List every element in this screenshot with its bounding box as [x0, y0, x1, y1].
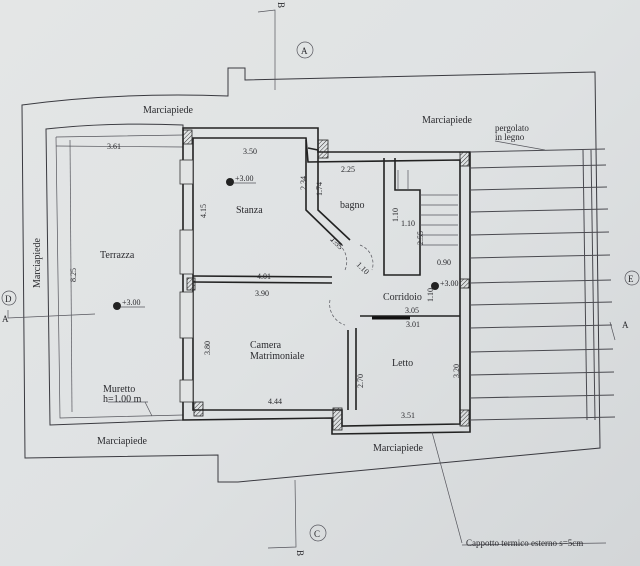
section-marker-a: A	[296, 41, 314, 59]
dim-corr-a: 3.05	[405, 306, 419, 315]
door-swings	[329, 239, 374, 326]
terrace-dim-line	[69, 139, 73, 413]
sidewalk-bottom: Marciapiede	[373, 443, 424, 454]
window	[179, 291, 194, 339]
pergola-label-2: in legno	[495, 132, 525, 142]
cappotto-leader	[431, 431, 463, 544]
wall-stanza-camera	[192, 275, 333, 284]
section-line-b-top	[257, 9, 276, 90]
dim-letto-w: 3.51	[401, 411, 415, 420]
dim-stanza-side: 2.34	[299, 176, 308, 190]
house-walls	[182, 127, 471, 435]
dim-bagno-h: 1.74	[315, 182, 324, 196]
section-label-b-top: B	[276, 2, 286, 8]
wall-letto	[347, 315, 460, 410]
dim-stair-a: 1.10	[391, 208, 400, 222]
stair-wall	[383, 158, 421, 276]
dim-stair-d: 0.90	[437, 258, 451, 267]
svg-text:C: C	[314, 529, 320, 539]
pillar	[459, 151, 470, 167]
svg-text:+3.00: +3.00	[122, 298, 141, 307]
sidewalk-top-right: Marciapiede	[422, 115, 473, 126]
terrace-width-dim	[55, 145, 184, 148]
room-terrazza: Terrazza	[100, 250, 135, 261]
muretto-label-2: h=1.00 m	[103, 394, 142, 405]
pergola-leader	[494, 140, 546, 151]
dim-diag-a: 1.35	[329, 235, 345, 251]
dim-stair-b: 1.10	[401, 219, 415, 228]
cappotto-label: Cappotto termico esterno s=5cm	[466, 538, 583, 548]
svg-text:A: A	[301, 46, 308, 56]
room-bagno: bagno	[340, 200, 364, 211]
muretto-label-1: Muretto	[103, 384, 135, 395]
svg-text:+3.00: +3.00	[235, 174, 254, 183]
pillar	[186, 277, 196, 291]
section-line-a-left	[7, 310, 96, 319]
section-label-a-left: A	[2, 314, 9, 324]
window	[179, 379, 194, 403]
section-marker-c: C	[309, 524, 327, 542]
pillar	[459, 278, 470, 289]
terrace-inner	[55, 134, 184, 419]
cappotto-underline	[461, 542, 607, 546]
sidewalk-outline	[21, 67, 601, 483]
section-label-b-bottom: B	[295, 550, 305, 556]
pergola	[469, 148, 616, 421]
bagno-wall	[305, 140, 351, 246]
section-line-a-right	[609, 321, 616, 341]
dim-terr-w: 3.61	[107, 142, 121, 151]
dim-stanza-h: 4.15	[199, 204, 208, 218]
dim-letto-h: 2.70	[356, 374, 365, 388]
dim-wall-a: 4.01	[257, 272, 271, 281]
dim-bagno-w: 2.25	[341, 165, 355, 174]
dim-corr-h: 1.10	[426, 288, 435, 302]
dim-camera-w: 4.44	[268, 397, 282, 406]
elevation-marker: +3.00	[431, 279, 459, 290]
pillar	[182, 129, 193, 145]
dim-corr-b: 3.01	[406, 320, 420, 329]
dim-camera-h: 3.80	[203, 341, 212, 355]
muretto-leader-2	[144, 401, 153, 417]
room-stanza: Stanza	[236, 205, 263, 216]
section-label-a-right: A	[622, 320, 629, 330]
dim-terr-h: 8.25	[69, 268, 78, 282]
pillar	[317, 139, 329, 159]
room-camera-1: Camera	[250, 340, 282, 351]
elevation-marker: +3.00	[113, 298, 145, 310]
pillar	[332, 407, 343, 431]
sidewalk-top-left: Marciapiede	[143, 105, 194, 116]
room-camera-2: Matrimoniale	[250, 351, 305, 362]
section-marker-e: E	[624, 270, 640, 286]
elevation-marker: +3.00	[226, 174, 256, 186]
pillar	[193, 401, 204, 417]
dim-stair-c: 2.55	[416, 231, 425, 245]
section-marker-d: D	[1, 290, 17, 306]
room-letto: Letto	[392, 358, 413, 369]
svg-text:D: D	[5, 294, 12, 304]
dim-letto-r: 3.20	[452, 364, 461, 378]
svg-text:E: E	[628, 274, 634, 284]
pergola-label-1: pergolato	[495, 123, 529, 133]
dim-wall-b: 3.90	[255, 289, 269, 298]
window	[179, 159, 194, 185]
svg-text:+3.00: +3.00	[440, 279, 459, 288]
sidewalk-left: Marciapiede	[32, 237, 43, 288]
room-corridoio: Corridoio	[383, 292, 422, 303]
section-line-b-bottom	[267, 479, 297, 549]
pillar	[459, 409, 470, 427]
terrace-outline	[45, 123, 184, 426]
sidewalk-bottom-left: Marciapiede	[97, 436, 148, 447]
dim-diag-b: 1.10	[355, 260, 371, 276]
stair-treads	[397, 170, 458, 246]
window	[179, 229, 194, 275]
dim-stanza-w: 3.50	[243, 147, 257, 156]
